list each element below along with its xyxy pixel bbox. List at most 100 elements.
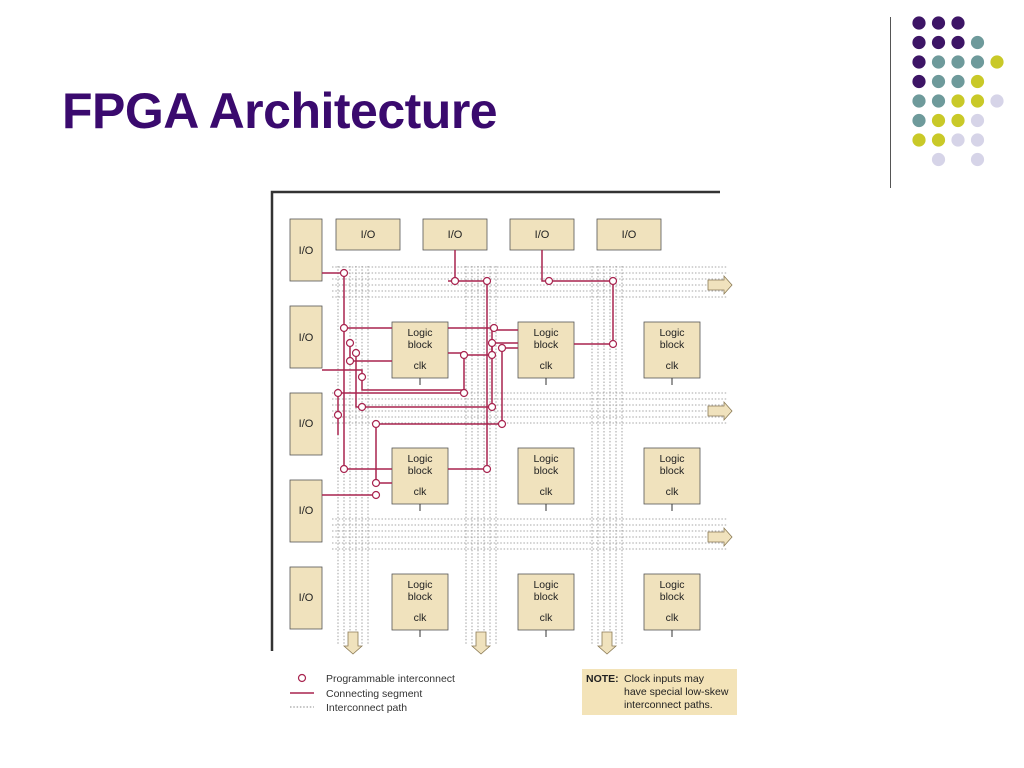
arrow-right-1 [707, 274, 733, 296]
decorative-dot [912, 94, 926, 108]
interconnect-arrows [342, 274, 733, 655]
logic-label-line2: block [534, 465, 559, 477]
note-box: NOTE: Clock inputs may have special low-… [582, 669, 737, 715]
io-block: I/O [289, 392, 323, 456]
clk-label: clk [666, 612, 680, 624]
decorative-dot [931, 113, 946, 128]
decorative-dot [970, 55, 985, 69]
clk-label: clk [540, 486, 554, 498]
clk-label: clk [540, 360, 554, 372]
decorative-dot [970, 133, 985, 147]
io-block: I/O [596, 218, 662, 251]
programmable-interconnects [333, 268, 618, 500]
note-line3: interconnect paths. [624, 699, 713, 711]
legend-interconnect-label: Programmable interconnect [326, 673, 455, 685]
logic-label-line1: Logic [407, 327, 432, 339]
arrow-down-1 [342, 631, 364, 655]
title-divider [890, 17, 891, 188]
decorative-dot [931, 133, 946, 147]
decorative-dot [912, 16, 926, 30]
note-label: NOTE: [586, 673, 619, 685]
io-label: I/O [299, 592, 314, 604]
decorative-dot [951, 74, 965, 89]
logic-label-line1: Logic [407, 579, 432, 591]
io-label: I/O [361, 229, 376, 241]
clk-label: clk [540, 612, 554, 624]
decorative-dot [951, 94, 965, 108]
decorative-dot [990, 55, 1004, 69]
clk-label: clk [666, 486, 680, 498]
decorative-dot [970, 113, 985, 128]
logic-label-line2: block [534, 339, 559, 351]
decorative-dot [951, 35, 965, 50]
fpga-architecture-diagram: I/O I/O I/O I/O I/O I/O I/O I/O I/O Logi… [262, 184, 742, 724]
clk-label: clk [414, 360, 428, 372]
decorative-dot [970, 94, 985, 108]
legend-interconnect-symbol [297, 673, 307, 683]
logic-label-line2: block [408, 465, 433, 477]
io-label: I/O [448, 229, 463, 241]
note-line1: Clock inputs may [624, 673, 705, 685]
logic-label-line1: Logic [533, 327, 558, 339]
clk-label: clk [414, 486, 428, 498]
decorative-dot [931, 16, 946, 30]
io-label: I/O [299, 418, 314, 430]
arrow-right-2 [707, 400, 733, 422]
io-label: I/O [299, 245, 314, 257]
io-label: I/O [535, 229, 550, 241]
logic-label-line1: Logic [659, 453, 684, 465]
logic-label-line1: Logic [659, 327, 684, 339]
decorative-dot [912, 35, 926, 50]
decorative-dot [912, 133, 926, 147]
decorative-dot [912, 74, 926, 89]
io-block: I/O [289, 479, 323, 543]
io-block: I/O [422, 218, 488, 251]
decorative-dot [912, 113, 926, 128]
legend-path-label: Interconnect path [326, 702, 407, 714]
io-label: I/O [622, 229, 637, 241]
logic-label-line1: Logic [533, 453, 558, 465]
note-line2: have special low-skew [624, 686, 729, 698]
clk-label: clk [666, 360, 680, 372]
decorative-dot [931, 152, 946, 167]
io-label: I/O [299, 332, 314, 344]
decorative-dot-grid [912, 16, 1004, 167]
clk-label: clk [414, 612, 428, 624]
logic-label-line2: block [660, 591, 685, 603]
decorative-dot [931, 55, 946, 69]
decorative-dot [970, 152, 985, 167]
logic-label-line2: block [408, 339, 433, 351]
logic-label-line1: Logic [533, 579, 558, 591]
io-block: I/O [289, 566, 323, 630]
arrow-down-2 [470, 631, 492, 655]
io-block: I/O [289, 218, 323, 282]
legend-segment-label: Connecting segment [326, 688, 422, 700]
decorative-dot [912, 55, 926, 69]
logic-label-line1: Logic [407, 453, 432, 465]
logic-label-line2: block [534, 591, 559, 603]
decorative-dot [970, 74, 985, 89]
arrow-down-3 [596, 631, 618, 655]
decorative-dot [931, 74, 946, 89]
decorative-dot [951, 16, 965, 30]
decorative-dot [990, 94, 1004, 108]
decorative-dot [931, 94, 946, 108]
io-block: I/O [509, 218, 575, 251]
io-label: I/O [299, 505, 314, 517]
chip-frame [270, 190, 720, 651]
slide-title: FPGA Architecture [62, 83, 498, 139]
logic-label-line2: block [660, 339, 685, 351]
io-block: I/O [289, 305, 323, 369]
logic-label-line1: Logic [659, 579, 684, 591]
legend: Programmable interconnect Connecting seg… [290, 673, 455, 714]
decorative-dot [951, 133, 965, 147]
io-block: I/O [335, 218, 401, 251]
